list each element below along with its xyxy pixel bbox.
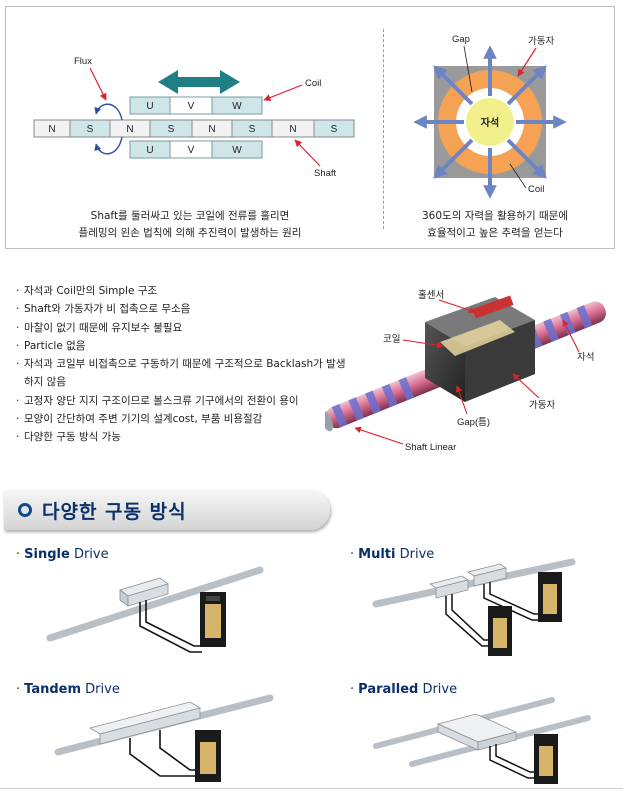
tandem-drive-illustration: [54, 694, 274, 782]
hall-sensor-label: 홀센서: [418, 289, 444, 301]
gap-label: Gap: [452, 34, 470, 45]
feature-item: ·자석과 Coil만의 Simple 구조: [16, 285, 158, 297]
magnet-label: 자석: [481, 116, 499, 129]
coil-pointer-2: [509, 163, 527, 189]
force-arrows: [413, 45, 567, 199]
gap-label-3: Gap(틈): [457, 417, 490, 428]
shaft-cell-1: N: [48, 124, 55, 135]
shaft-cell-8: S: [331, 124, 338, 135]
shaft-cell-7: N: [289, 124, 296, 135]
feature-item: ·Particle 없음: [16, 339, 86, 352]
principle-caption-left: Shaft를 둘러싸고 있는 코일에 전류를 흘리면 플레밍의 왼손 법칙에 의…: [40, 208, 340, 242]
paralled-drive-label: ·Paralled Drive: [350, 682, 458, 697]
tandem-drive-label: ·Tandem Drive: [16, 682, 120, 697]
multi-drive-label: ·Multi Drive: [350, 547, 435, 562]
panel-divider: [383, 29, 384, 229]
shaft-motor-illustration: 홀센서 코일 자석 가동자 Gap(틈) Shaft Linear: [325, 289, 606, 453]
feature-item: ·다양한 구동 방식 가능: [16, 431, 121, 444]
shaft-linear-label: Shaft Linear: [405, 442, 456, 453]
mover-label: 가동자: [528, 36, 554, 47]
coil-pointer-3: [402, 339, 444, 349]
feature-item: ·Shaft와 가동자가 비 접촉으로 무소음: [16, 303, 191, 316]
principle-panel: [5, 6, 615, 249]
coil-bottom-w: W: [232, 145, 242, 156]
coil-top-w: W: [232, 101, 242, 112]
shaft-cell-5: N: [208, 124, 215, 135]
section-header: 다양한 구동 방식: [4, 490, 330, 530]
magnet-label-3: 자석: [577, 352, 594, 363]
paralled-drive-illustration: [373, 697, 591, 784]
single-drive-label: ·Single Drive: [16, 547, 109, 562]
motion-double-arrow: [158, 70, 240, 94]
page-bottom-border: [0, 788, 623, 789]
flux-pointer: [89, 67, 107, 101]
coil-top-u: U: [146, 101, 153, 112]
feature-item: ·자석과 코일부 비접촉으로 구동하기 때문에 구조적으로 Backlash가 …: [16, 358, 346, 389]
caption-right-line-2: 효율적이고 높은 추력을 얻는다: [427, 227, 563, 239]
mover-pointer-3: [512, 373, 540, 399]
magnet-pointer-3: [562, 319, 580, 353]
magnet-core: [466, 98, 514, 146]
coil-top-row: U V W: [129, 96, 263, 115]
flux-loops: [94, 103, 123, 155]
multi-drive-illustration: [372, 558, 576, 656]
shaft-cell-2: S: [87, 124, 94, 135]
mover-box: [425, 295, 535, 402]
section-title: 다양한 구동 방식: [42, 500, 187, 523]
feature-list: ·자석과 Coil만의 Simple 구조 ·Shaft와 가동자가 비 접촉으…: [16, 282, 346, 447]
caption-left-line-1: Shaft를 둘러싸고 있는 코일에 전류를 흘리면: [90, 210, 290, 222]
hall-sensor-pointer: [438, 299, 476, 314]
feature-item: ·고정자 양단 지지 구조이므로 볼스크류 기구에서의 전환이 용이: [16, 394, 299, 407]
mover-pointer: [517, 47, 537, 77]
coil-pointer: [263, 84, 303, 101]
coil-bottom-u: U: [146, 145, 153, 156]
mover-label-3: 가동자: [529, 400, 555, 411]
coil-label-2: Coil: [528, 184, 544, 195]
coil-bottom-v: V: [188, 145, 195, 156]
gap-pointer-3: [455, 385, 468, 415]
feature-item: ·모양이 간단하여 주변 기기의 설계cost, 부품 비용절감: [16, 413, 263, 426]
shaft-label: Shaft: [314, 168, 337, 179]
shaft-cell-4: S: [168, 124, 175, 135]
shaft-cell-6: S: [249, 124, 256, 135]
cross-section-diagram: 자석 Gap 가동자 Coil: [413, 34, 567, 199]
principle-caption-right: 360도의 자력을 활용하기 때문에 효율적이고 높은 추력을 얻는다: [385, 208, 605, 242]
gap-pointer: [463, 45, 473, 93]
single-drive-illustration: [46, 566, 264, 653]
shaft-row: N S N S N S N S: [33, 119, 355, 138]
caption-right-line-1: 360도의 자력을 활용하기 때문에: [422, 210, 568, 222]
coil-top-v: V: [188, 101, 195, 112]
circle-icon: [18, 503, 32, 517]
coil-block: [440, 320, 515, 356]
coil-label: Coil: [305, 78, 321, 89]
shaft-cell-3: N: [126, 124, 133, 135]
shaft-linear-pointer: [354, 426, 404, 445]
coil-bottom-row: U V W: [129, 140, 263, 159]
coil-label-3: 코일: [383, 334, 400, 345]
hall-sensor: [472, 295, 514, 319]
caption-left-line-2: 플레밍의 왼손 법칙에 의해 추진력이 발생하는 원리: [78, 227, 302, 239]
shaft-pointer: [294, 139, 321, 167]
feature-item: ·마찰이 없기 때문에 유지보수 불필요: [16, 321, 183, 334]
shaft-principle-diagram: U V W N S N S N S N S U V W Flux Co: [33, 56, 355, 179]
flux-label: Flux: [74, 56, 92, 67]
